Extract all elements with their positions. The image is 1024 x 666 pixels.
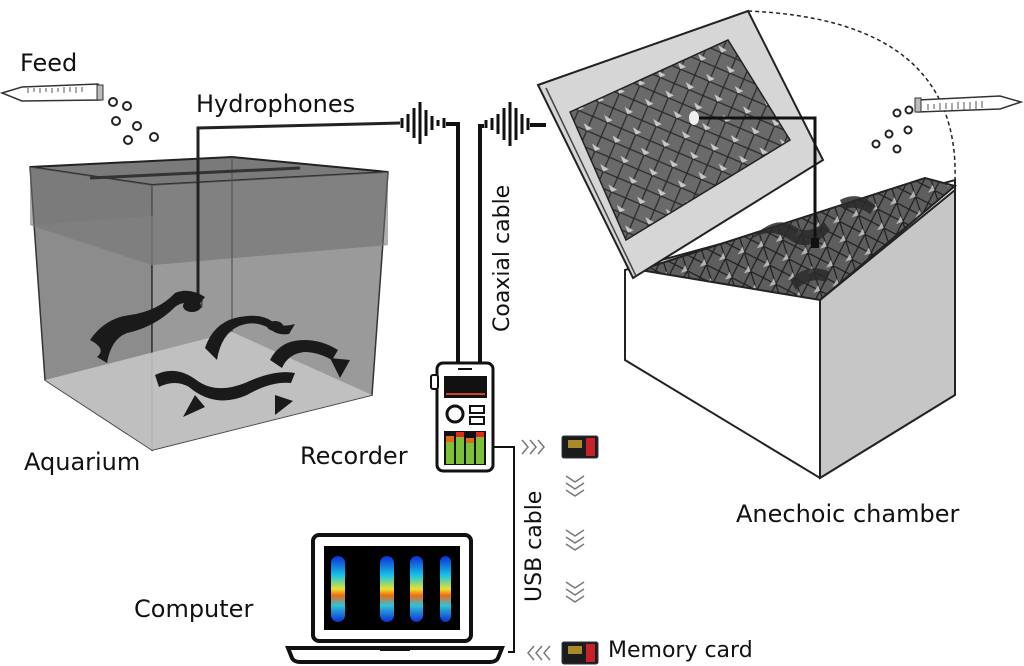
hydrophone-cable-left	[196, 121, 401, 300]
shrimp-group-aquarium	[90, 290, 350, 417]
anechoic-chamber	[536, 9, 958, 480]
transfer-arrows	[521, 439, 585, 661]
label-memory-card: Memory card	[608, 638, 753, 663]
aquarium	[29, 155, 389, 452]
label-recorder: Recorder	[300, 442, 408, 470]
label-computer: Computer	[134, 595, 254, 623]
sound-wave-right	[484, 102, 530, 146]
hydrophone-cable-right	[690, 116, 817, 242]
feed-tube-left	[0, 83, 104, 102]
memory-card-bottom	[561, 641, 599, 665]
usb-cable	[493, 446, 515, 653]
label-anechoic-chamber: Anechoic chamber	[736, 500, 960, 528]
feed-pellets-left	[108, 97, 159, 145]
hydrophone-right	[811, 238, 819, 248]
coaxial-cable-left	[446, 122, 460, 368]
sound-wave-left	[400, 102, 446, 144]
label-feed: Feed	[20, 49, 78, 77]
label-usb-cable: USB cable	[522, 490, 547, 602]
hydrophone-mount	[689, 111, 699, 125]
feed-tube-right	[914, 95, 1024, 113]
label-coaxial-cable: Coaxial cable	[490, 184, 515, 332]
feed-pellets-right	[871, 105, 914, 154]
spectrogram	[331, 556, 451, 622]
recorder	[430, 361, 495, 473]
computer	[285, 533, 505, 664]
label-aquarium: Aquarium	[24, 448, 141, 476]
label-hydrophones: Hydrophones	[196, 90, 356, 118]
memory-card-top	[561, 435, 599, 459]
